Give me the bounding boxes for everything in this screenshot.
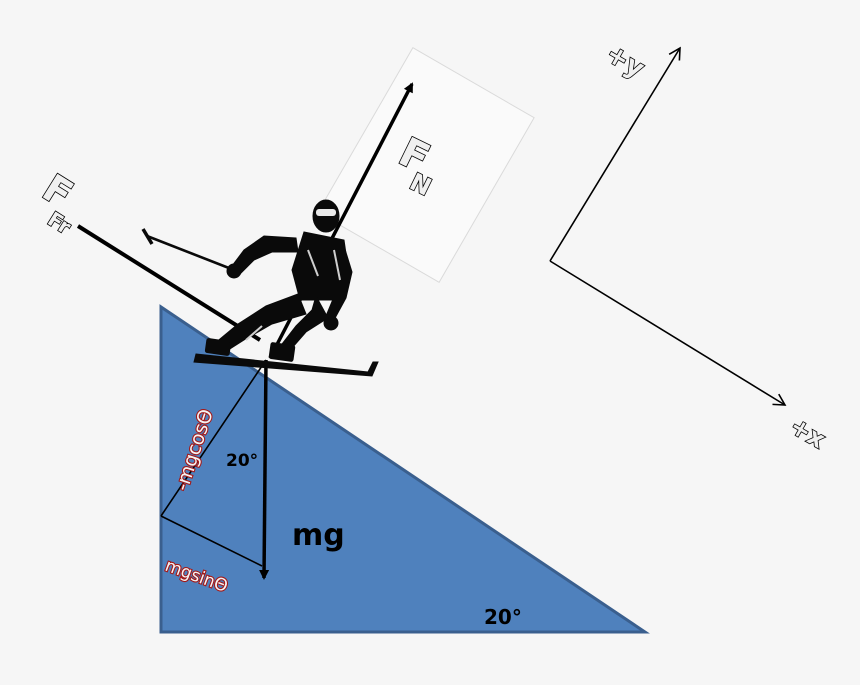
fn-label-box (317, 47, 535, 283)
mgcos-component-line (160, 359, 267, 517)
friction-force-line (76, 224, 262, 342)
skier-silhouette (141, 199, 379, 377)
x-axis-arrow (549, 260, 787, 406)
plus-y-label: +y (601, 39, 650, 84)
mgsin-component-line (160, 515, 263, 567)
slope-triangle (159, 304, 650, 634)
gravity-arrow (259, 359, 270, 580)
angle-top-label: 20° (226, 451, 258, 471)
ffr-label-subscript: Fr (44, 207, 76, 239)
y-axis-arrow (549, 46, 681, 262)
mg-label: mg (292, 518, 345, 553)
angle-base-label: 20° (484, 605, 522, 629)
plus-x-label: +x (785, 412, 830, 454)
